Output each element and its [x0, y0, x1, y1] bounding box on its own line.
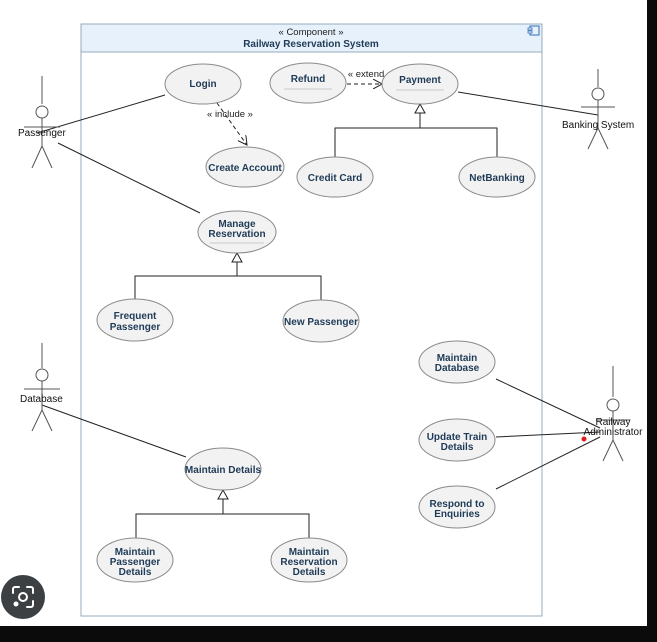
use-case-refund-label: Refund — [291, 74, 325, 85]
actor-database-label: Database — [20, 394, 63, 405]
lens-search-button[interactable] — [1, 575, 45, 619]
use-case-payment-label: Payment — [399, 75, 441, 86]
passenger-manage-link — [57, 142, 201, 214]
red-dot-marker — [581, 436, 587, 442]
use-case-update-train-details[interactable]: Update Train Details — [418, 418, 496, 462]
association-lines — [36, 91, 601, 538]
use-case-update-train-details-label-1: Update Train — [427, 432, 488, 443]
use-case-credit-card-label: Credit Card — [308, 173, 362, 184]
actor-banking-system[interactable] — [581, 69, 615, 150]
admin-maintain-db-link — [495, 378, 601, 429]
use-case-new-passenger[interactable]: New Passenger — [282, 299, 360, 343]
use-case-maintain-reservation-details-label-3: Details — [293, 567, 326, 578]
use-case-frequent-passenger-label-2: Passenger — [110, 322, 161, 333]
component-stereotype: « Component » — [279, 27, 344, 38]
use-case-maintain-database[interactable]: Maintain Database — [418, 340, 496, 384]
component-title: Railway Reservation System — [243, 39, 379, 50]
use-case-maintain-passenger-details[interactable]: Maintain Passenger Details — [96, 537, 174, 583]
use-case-maintain-reservation-details-label-1: Maintain — [289, 547, 330, 558]
use-case-maintain-reservation-details-label-2: Reservation — [280, 557, 337, 568]
payment-generalization-arrow — [414, 102, 426, 114]
use-case-maintain-database-label-1: Maintain — [437, 353, 478, 364]
use-case-respond-to-enquiries[interactable]: Respond to Enquiries — [418, 485, 496, 529]
include-label: « include » — [207, 109, 253, 120]
actor-railway-administrator-label-2: Administrator — [584, 427, 644, 438]
admin-update-train-link — [495, 431, 601, 438]
use-case-credit-card[interactable]: Credit Card — [296, 156, 374, 198]
manage-generalization-arrow — [231, 251, 243, 263]
use-case-new-passenger-label: New Passenger — [284, 317, 358, 328]
actor-railway-administrator-label-1: Railway — [595, 417, 630, 428]
lens-icon — [12, 586, 34, 608]
use-case-frequent-passenger[interactable]: Frequent Passenger — [96, 298, 174, 342]
maintain-generalization-arrow — [217, 488, 229, 500]
use-case-create-account[interactable]: Create Account — [205, 146, 285, 188]
use-case-maintain-passenger-details-label-3: Details — [119, 567, 152, 578]
payment-generalization-branch — [334, 127, 498, 158]
use-case-maintain-details-label: Maintain Details — [185, 465, 262, 476]
use-case-netbanking-label: NetBanking — [469, 173, 525, 184]
use-case-frequent-passenger-label-1: Frequent — [114, 311, 157, 322]
component-icon — [527, 25, 540, 36]
use-case-maintain-database-label-2: Database — [435, 363, 480, 374]
use-case-manage-reservation-label-2: Reservation — [208, 229, 265, 240]
use-case-manage-reservation[interactable]: Manage Reservation — [197, 210, 277, 254]
actor-passenger-label: Passenger — [18, 128, 66, 139]
admin-respond-link — [495, 436, 601, 490]
use-case-manage-reservation-label-1: Manage — [218, 219, 256, 230]
include-arrow — [216, 102, 247, 145]
use-case-netbanking[interactable]: NetBanking — [458, 156, 536, 198]
use-case-update-train-details-label-2: Details — [441, 442, 474, 453]
use-case-login-label: Login — [189, 79, 216, 90]
use-case-respond-to-enquiries-label-2: Enquiries — [434, 509, 480, 520]
use-case-create-account-label: Create Account — [208, 163, 282, 174]
right-black-bar — [647, 0, 657, 642]
manage-generalization-branch — [134, 275, 322, 300]
use-case-respond-to-enquiries-label-1: Respond to — [430, 499, 485, 510]
actor-banking-system-label: Banking System — [562, 120, 634, 131]
use-case-refund[interactable]: Refund — [269, 62, 347, 104]
component-header — [80, 23, 543, 53]
database-maintain-link — [41, 404, 187, 458]
use-case-maintain-details[interactable]: Maintain Details — [184, 447, 262, 491]
use-case-payment[interactable]: Payment — [381, 63, 459, 105]
payment-banking-link — [457, 91, 599, 116]
use-case-maintain-passenger-details-label-2: Passenger — [110, 557, 161, 568]
use-case-maintain-reservation-details[interactable]: Maintain Reservation Details — [270, 537, 348, 583]
actor-database[interactable] — [24, 343, 60, 432]
actor-railway-administrator[interactable] — [596, 366, 630, 462]
actor-passenger[interactable] — [24, 76, 60, 169]
extend-label: « extend » — [348, 69, 392, 80]
use-case-maintain-passenger-details-label-1: Maintain — [115, 547, 156, 558]
use-case-login[interactable]: Login — [164, 63, 242, 105]
bottom-black-bar — [0, 626, 657, 642]
